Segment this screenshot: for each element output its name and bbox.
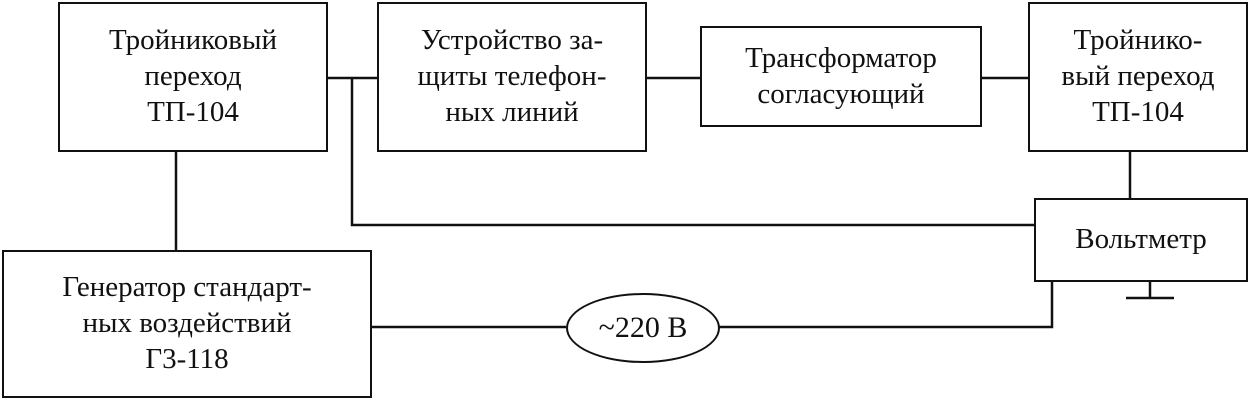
tee-junction-right: Тройнико- вый переход ТП-104: [1028, 2, 1248, 152]
voltmeter: Вольтметр: [1034, 198, 1248, 282]
matching-transformer-label: Трансформатор согласующий: [745, 41, 937, 110]
tee-junction-left: Тройниковый переход ТП-104: [58, 2, 328, 152]
tee-junction-right-label: Тройнико- вый переход ТП-104: [1061, 24, 1215, 128]
voltmeter-label: Вольтметр: [1075, 223, 1207, 256]
line-protection-device-label: Устройство за- щиты телефон- ных линий: [417, 24, 607, 128]
matching-transformer: Трансформатор согласующий: [700, 26, 982, 127]
line-protection-device: Устройство за- щиты телефон- ных линий: [377, 2, 647, 152]
power-supply-label: ~220 В: [598, 311, 688, 344]
power-supply: ~220 В: [566, 293, 720, 363]
signal-generator: Генератор стандарт- ных воздействий Г3-1…: [2, 250, 372, 398]
line-power-to-voltmeter: [718, 280, 1054, 329]
line-branch-to-voltmeter: [350, 78, 1034, 227]
tee-junction-left-label: Тройниковый переход ТП-104: [109, 24, 277, 128]
signal-generator-label: Генератор стандарт- ных воздействий Г3-1…: [62, 271, 312, 375]
